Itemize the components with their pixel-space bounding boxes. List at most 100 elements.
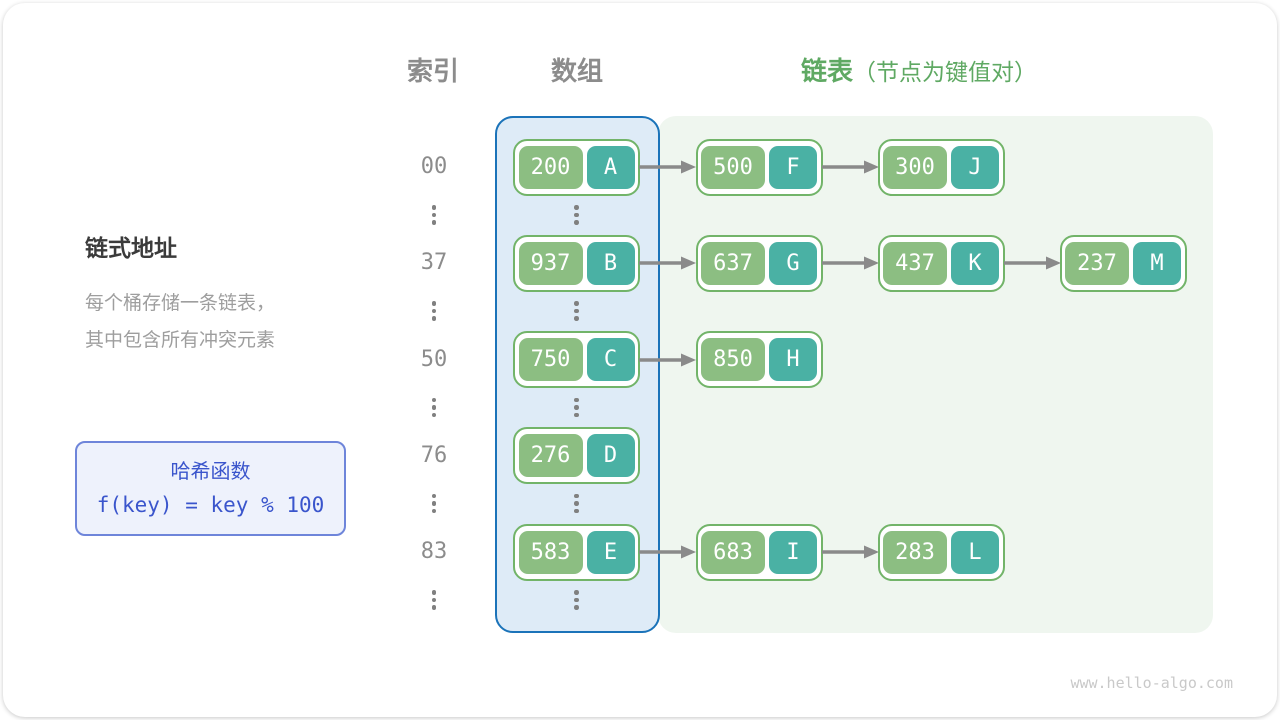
concept-description: 每个桶存储一条链表， 其中包含所有冲突元素 [85,285,275,359]
dot [574,493,579,499]
dot [431,590,437,595]
arrow-icon [821,544,879,560]
node-key: 276 [518,434,583,478]
index-ellipsis-icon [430,301,438,321]
node-key: 283 [883,530,947,574]
node-value: M [1133,241,1181,285]
dot [431,597,437,602]
arrow-icon [639,544,696,560]
dot [574,212,579,217]
node-value: K [951,241,999,285]
arrow-icon [639,352,696,368]
dot [431,308,437,314]
node-value: B [586,241,635,285]
dot [574,397,579,402]
dot [574,405,579,410]
dot [431,397,437,402]
array-ellipsis-icon [573,590,581,610]
arrow-icon [639,255,696,271]
dot [431,605,437,610]
column-header-list: 链表 （节点为键值对） [801,55,1037,88]
node-key: 637 [701,241,765,285]
node-key: 200 [518,145,583,189]
watermark: www.hello-algo.com [1070,674,1233,692]
arrow-icon [821,159,879,175]
hash-function-box: 哈希函数 f(key) = key % 100 [75,441,346,536]
index-ellipsis-icon [430,205,438,225]
index-ellipsis-icon [430,397,438,417]
dot [574,308,579,314]
node-key: 237 [1065,241,1129,285]
column-header-array: 数组 [550,56,603,86]
node-key: 583 [518,530,583,574]
node-value: F [769,145,817,189]
dot [431,493,437,499]
arrow-icon [821,255,879,271]
node-value: D [586,434,635,478]
hash-function-title: 哈希函数 [170,461,251,483]
dot [574,412,579,417]
dot [431,220,437,225]
column-header-index: 索引 [406,56,459,86]
dot [431,501,437,506]
concept-title: 链式地址 [85,235,177,261]
bucket-index: 83 [420,539,448,564]
node-key: 300 [883,145,947,189]
bucket-index: 50 [420,346,448,372]
node-key: 750 [518,338,583,381]
node-value: G [769,241,817,285]
node-value: C [586,338,635,381]
dot [574,605,579,610]
column-header-list-label: 链表 [801,56,854,86]
array-ellipsis-icon [573,205,581,225]
bucket-index: 00 [420,154,448,179]
node-value: J [951,145,999,189]
bucket-index: 37 [420,250,448,276]
bucket-index: 76 [420,442,448,468]
dot [574,220,579,225]
node-value: E [586,530,635,574]
description-line: 其中包含所有冲突元素 [85,330,276,351]
node-value: H [769,338,817,381]
arrow-icon [1003,255,1061,271]
dot [431,405,437,410]
node-value: A [586,145,635,189]
node-key: 500 [701,145,765,189]
description-line: 每个桶存储一条链表， [85,293,276,314]
arrow-icon [639,159,696,175]
dot [574,205,579,210]
node-key: 850 [701,338,765,381]
hash-function-formula: f(key) = key % 100 [96,493,325,517]
dot [431,316,437,321]
index-ellipsis-icon [430,493,438,514]
dot [574,301,579,306]
index-ellipsis-icon [430,590,438,610]
column-header-list-note: （节点为键值对） [853,59,1038,85]
dot [431,205,437,210]
node-key: 937 [518,241,583,285]
dot [574,508,579,514]
dot [574,597,579,602]
node-value: I [769,530,817,574]
node-key: 437 [883,241,947,285]
node-value: L [951,530,999,574]
array-ellipsis-icon [573,493,581,514]
dot [431,212,437,217]
dot [574,316,579,321]
diagram-card: 索引 数组 链表 （节点为键值对） 链式地址 每个桶存储一条链表， 其中包含所有… [3,3,1277,717]
node-key: 683 [701,530,765,574]
